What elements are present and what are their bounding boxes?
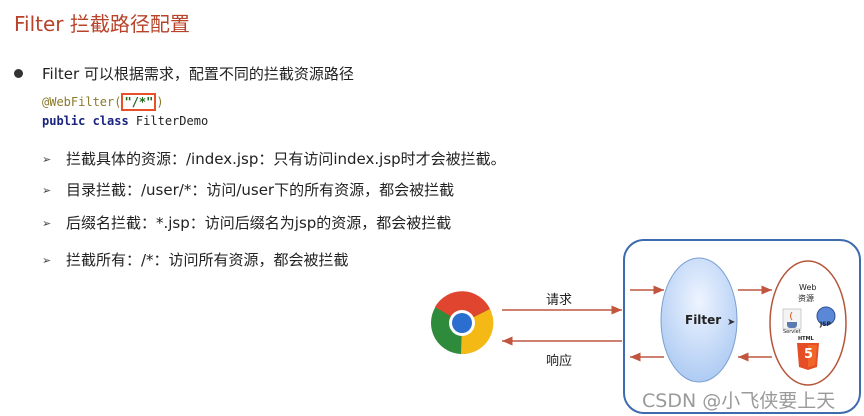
annotation: @WebFilter( xyxy=(42,95,122,109)
request-label: 请求 xyxy=(546,293,573,308)
jsp-icon xyxy=(816,306,836,326)
code-annotation-line: @WebFilter("/*") xyxy=(42,93,164,111)
annotation-close: ) xyxy=(156,95,164,109)
page-title: Filter 拦截路径配置 xyxy=(14,12,190,36)
web-label: Web xyxy=(799,283,817,292)
chrome-icon xyxy=(431,291,494,355)
keywords: public class xyxy=(42,114,129,128)
html-label: HTML xyxy=(798,336,814,342)
html5-label: 5 xyxy=(804,347,814,362)
arrow-bullet-icon: ➢ xyxy=(42,184,52,197)
filter-ellipse xyxy=(660,257,738,383)
servlet-label: Servlet xyxy=(783,329,801,335)
list-item: 拦截所有：/*：访问所有资源，都会被拦截 xyxy=(66,251,349,269)
html5-icon xyxy=(797,343,819,370)
watermark: CSDN @小飞侠要上天 xyxy=(642,390,836,412)
list-item: 目录拦截：/user/*：访问/user下的所有资源，都会被拦截 xyxy=(66,181,455,199)
filter-label: Filter xyxy=(685,313,722,327)
resources-label: 资源 xyxy=(798,294,814,303)
response-label: 响应 xyxy=(546,354,573,369)
code-class-line: public class FilterDemo xyxy=(42,114,208,128)
highlighted-path: "/*" xyxy=(121,93,157,111)
bullet-dot xyxy=(14,69,23,78)
class-name: FilterDemo xyxy=(128,114,209,128)
bullet-text: Filter 可以根据需求，配置不同的拦截资源路径 xyxy=(42,65,354,83)
jsp-label: JSP xyxy=(820,321,831,328)
arrow-bullet-icon: ➢ xyxy=(42,217,52,230)
arrow-bullet-icon: ➢ xyxy=(42,153,52,166)
arrow-bullet-icon: ➢ xyxy=(42,254,52,267)
list-item: 拦截具体的资源：/index.jsp：只有访问index.jsp时才会被拦截。 xyxy=(66,150,506,168)
list-item: 后缀名拦截：*.jsp：访问后缀名为jsp的资源，都会被拦截 xyxy=(66,214,452,232)
java-servlet-icon xyxy=(782,308,802,330)
web-resources-ellipse xyxy=(769,260,847,386)
cursor-icon: ➤ xyxy=(727,317,736,328)
